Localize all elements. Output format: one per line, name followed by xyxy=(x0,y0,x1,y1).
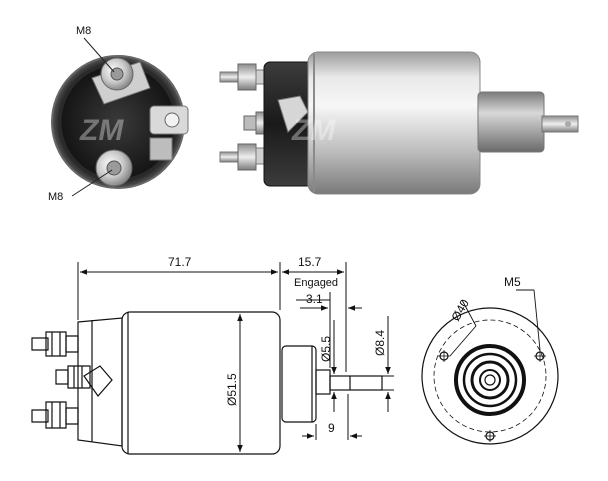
end-dark-ring xyxy=(454,344,526,416)
spade-terminal xyxy=(149,105,189,161)
label-m8-bottom: M8 xyxy=(48,191,63,203)
dim-overall-length: 71.7 xyxy=(168,255,192,269)
drawing-shaft-tip xyxy=(329,375,383,391)
side-view-photo: ZM xyxy=(219,51,579,195)
drawing-shaft xyxy=(315,369,331,395)
dim-body-diameter: Ø51.5 xyxy=(225,373,239,406)
side-dimension-labels: 71.7 15.7 Engaged 3.1 Ø5.5 Ø8.4 Ø51.5 9 xyxy=(168,255,387,435)
photo-watermark: ZM xyxy=(79,114,124,147)
label-m8-top: M8 xyxy=(76,25,91,37)
side-dimensions xyxy=(77,262,394,452)
end-view-photo: ZM xyxy=(51,55,189,189)
side-view-drawing xyxy=(31,311,383,455)
drawing-boss xyxy=(281,345,317,423)
dim-shaft-length: 9 xyxy=(328,421,335,435)
dim-engaged-label: Engaged xyxy=(294,277,338,289)
dim-shaft-diameter: Ø5.5 xyxy=(319,336,333,362)
bottom-terminal xyxy=(95,149,133,187)
end-outer-rim xyxy=(421,307,559,445)
label-pcd: Ø40 xyxy=(448,297,472,324)
end-view-labels: Ø40 M5 xyxy=(448,275,521,324)
plunger-boss xyxy=(477,91,545,153)
dim-engaged-offset: 3.1 xyxy=(306,292,323,306)
side-watermark: ZM xyxy=(291,114,336,147)
photo-callouts: M8 M8 xyxy=(48,25,115,203)
dim-boss-diameter: Ø8.4 xyxy=(373,330,387,356)
end-view-drawing xyxy=(421,289,559,445)
end-pcd-circle xyxy=(433,319,547,433)
drawing-body xyxy=(121,311,281,455)
dim-plunger-travel: 15.7 xyxy=(298,255,322,269)
plunger-shaft xyxy=(541,115,579,133)
top-stud xyxy=(219,63,267,91)
bottom-stud xyxy=(219,143,267,171)
label-thread: M5 xyxy=(504,275,521,289)
